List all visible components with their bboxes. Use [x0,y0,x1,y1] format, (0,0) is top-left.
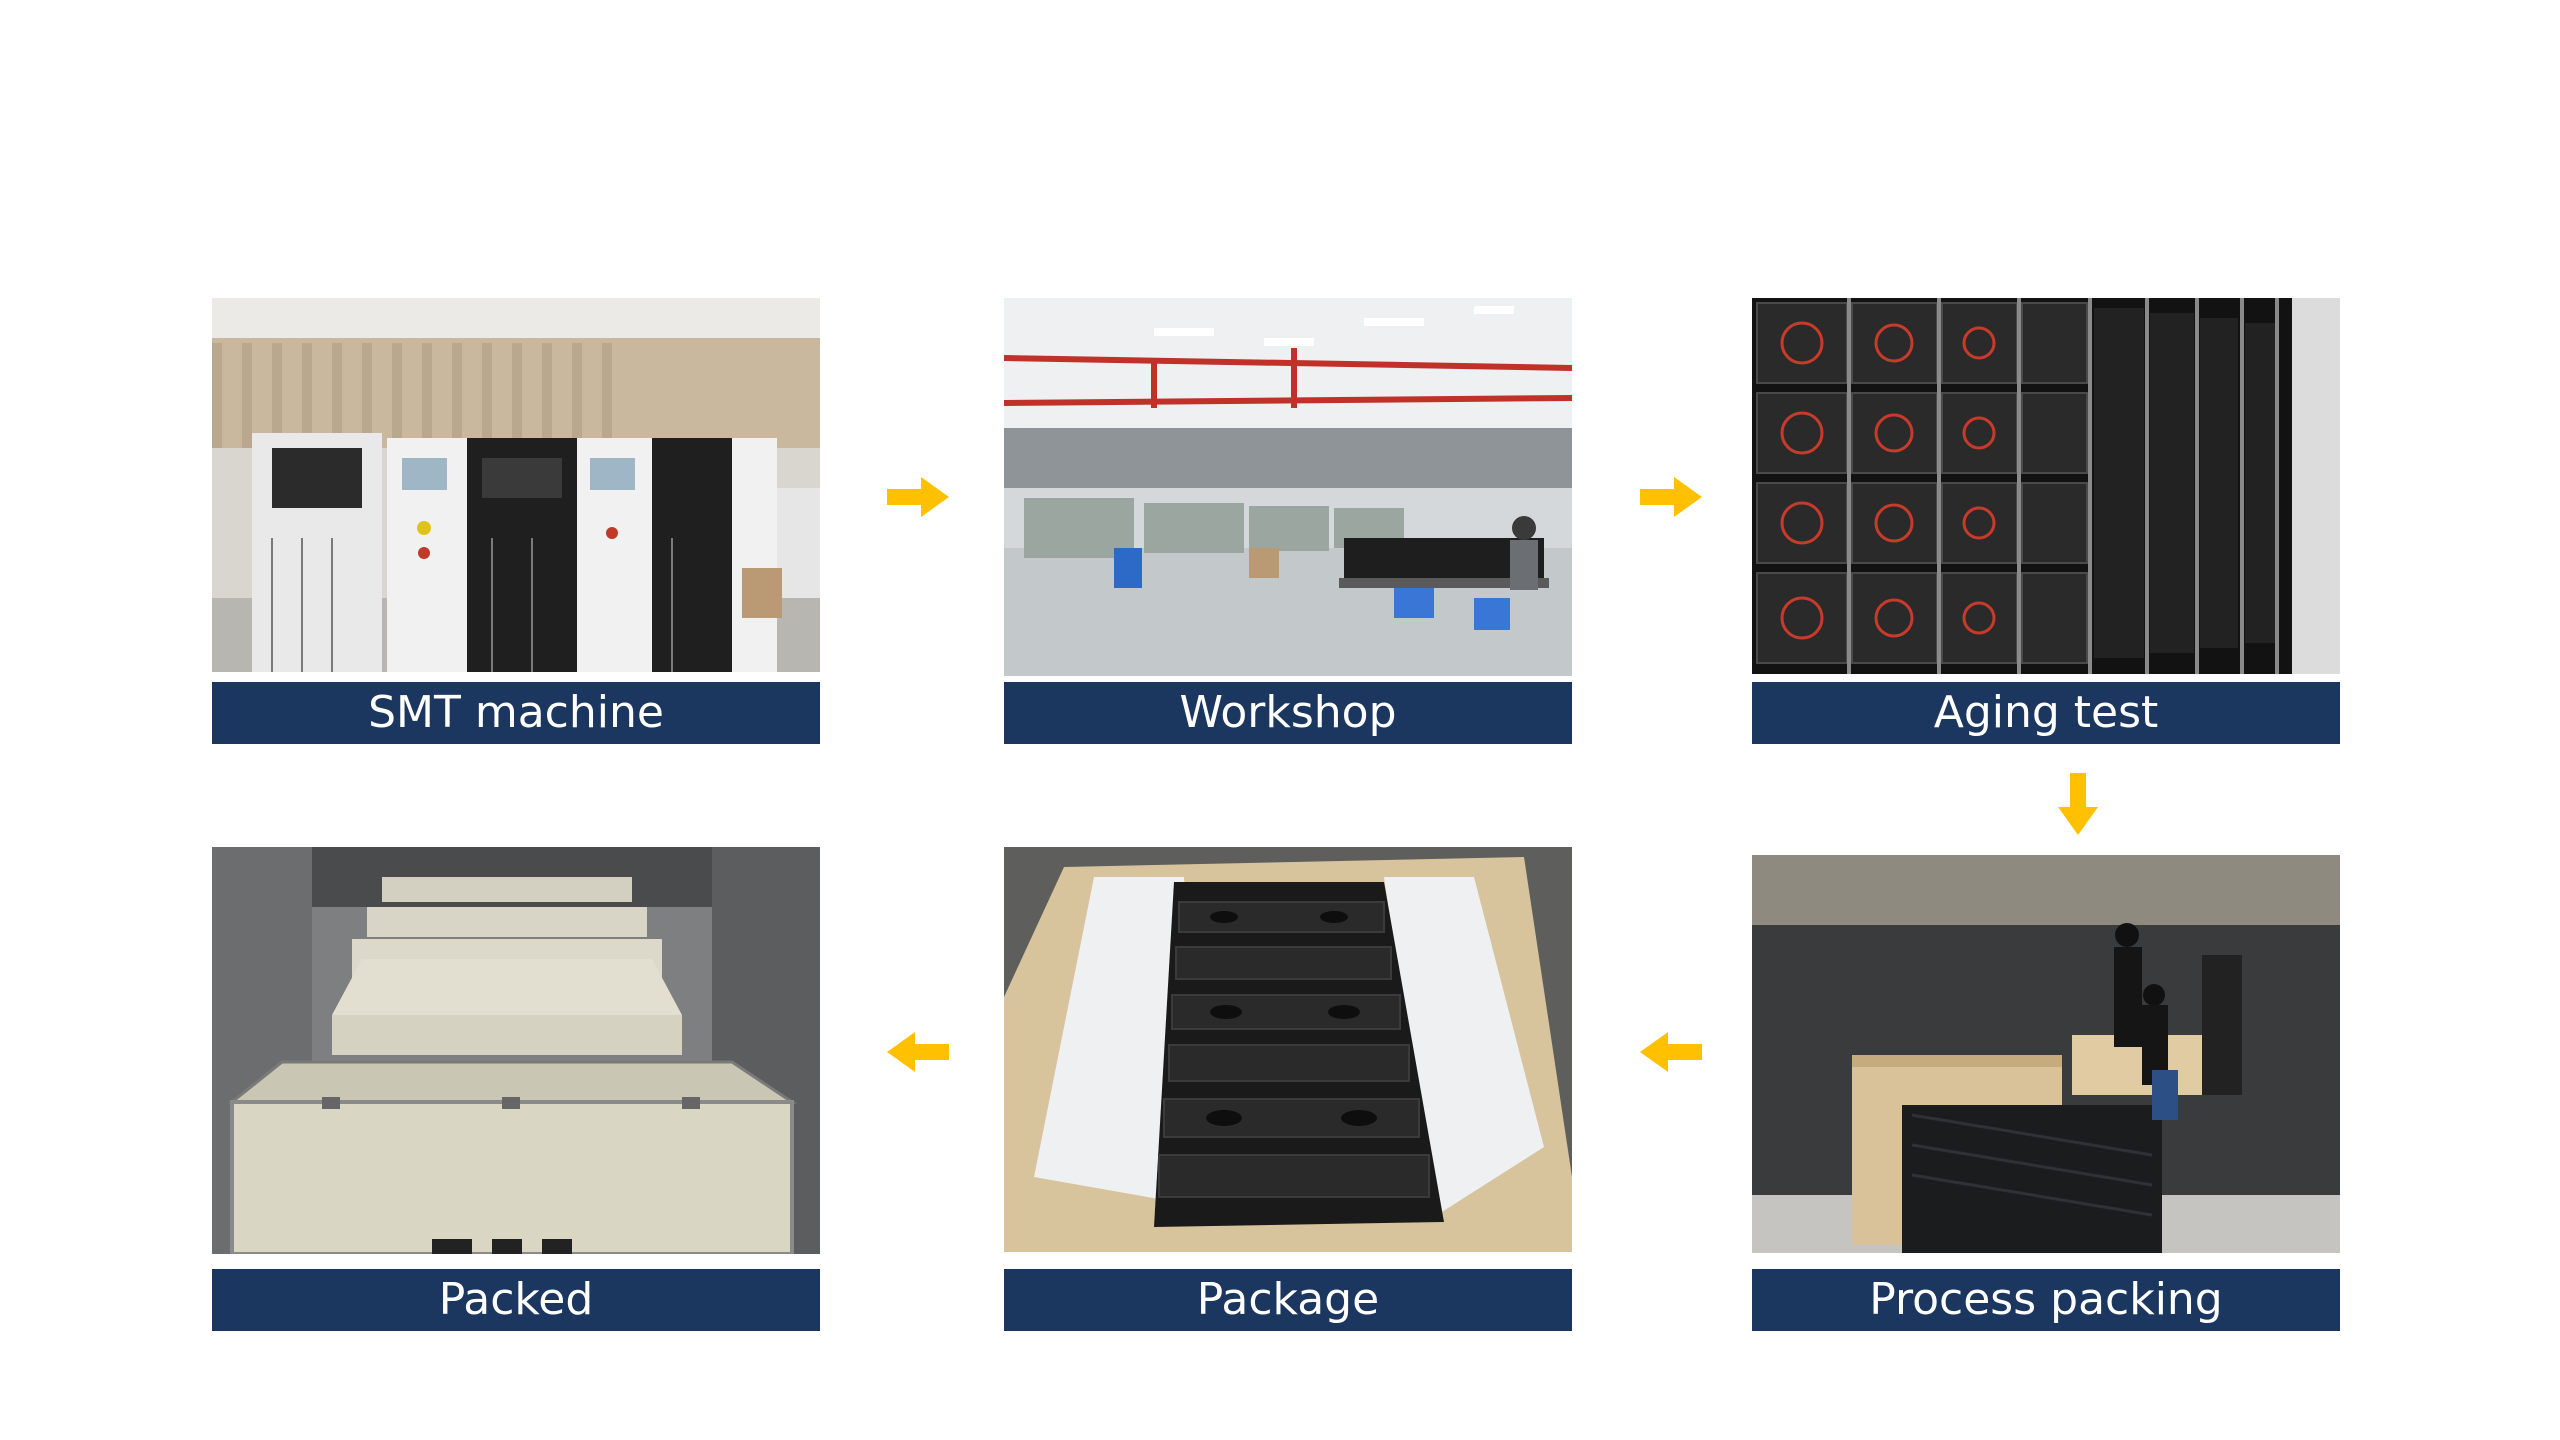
workshop-photo [1004,298,1572,676]
step-smt-machine: SMT machine [212,298,820,744]
step-process-packing: Process packing [1752,855,2340,1331]
step-package: Package [1004,847,1572,1331]
step-workshop: Workshop [1004,298,1572,744]
arrow-left-icon [1640,1032,1702,1072]
step-packed: Packed [212,847,820,1331]
aging-test-photo [1752,298,2340,674]
process-packing-photo [1752,855,2340,1253]
step-aging-test: Aging test [1752,298,2340,744]
arrow-down-icon [2058,773,2098,835]
step-caption: SMT machine [212,682,820,744]
step-caption: Workshop [1004,682,1572,744]
package-photo [1004,847,1572,1252]
smt-machine-photo [212,298,820,672]
arrow-right-icon [887,477,949,517]
step-caption: Process packing [1752,1269,2340,1331]
step-caption: Package [1004,1269,1572,1331]
step-caption: Aging test [1752,682,2340,744]
packed-photo [212,847,820,1254]
arrow-left-icon [887,1032,949,1072]
arrow-right-icon [1640,477,1702,517]
step-caption: Packed [212,1269,820,1331]
